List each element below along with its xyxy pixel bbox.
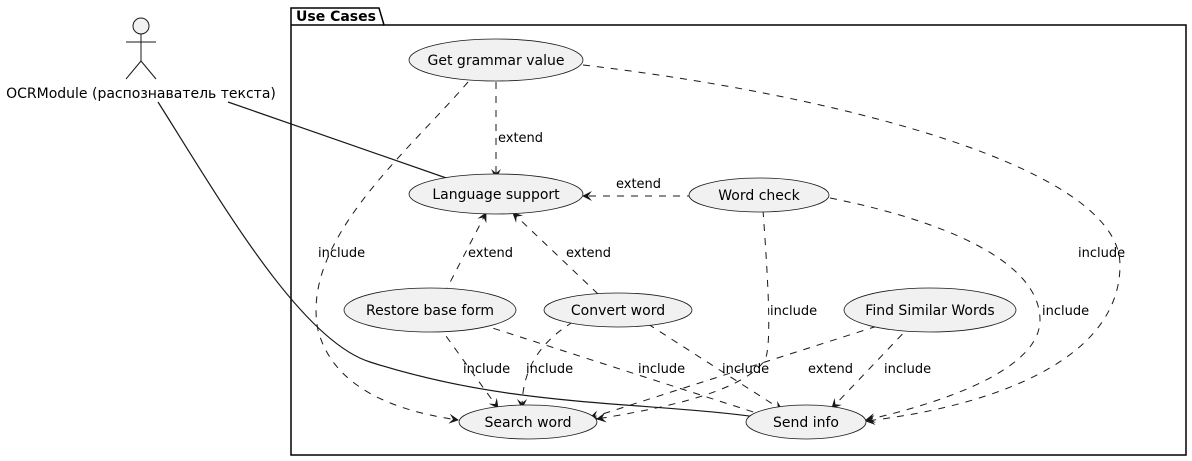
association-send-info [157,101,779,421]
association-language-support [227,101,453,181]
label-similar-send: include [884,362,931,377]
edge-similar-send [831,323,913,409]
relationships [315,64,1121,425]
label-wordcheck-language: extend [616,177,661,192]
edge-grammar-send [582,64,1121,425]
label-wordcheck-send: include [1042,304,1089,319]
use-case-find-similar-words[interactable]: Find Similar Words [843,287,1017,333]
svg-text:Search word: Search word [485,415,572,431]
use-case-word-check[interactable]: Word check [688,177,830,213]
edge-convert-search [517,321,574,409]
edge-restore-send [479,323,773,421]
svg-text:Restore base form: Restore base form [366,303,494,319]
label-convert-send: include [722,362,769,377]
label-restore-language: extend [468,246,513,261]
edge-labels: extend include include extend include in… [318,131,1125,377]
use-case-convert-word[interactable]: Convert word [543,292,693,328]
edge-restore-language [443,212,487,295]
edge-similar-search [589,321,891,421]
svg-text:Find Similar Words: Find Similar Words [865,303,994,319]
label-restore-send: include [638,362,685,377]
actor-associations [157,101,779,421]
svg-text:Word check: Word check [718,188,800,204]
label-similar-search: extend [808,362,853,377]
svg-text:Language support: Language support [432,187,560,203]
edge-convert-send [647,323,783,411]
label-grammar-search: include [318,246,365,261]
label-restore-search: include [463,362,510,377]
label-grammar-language: extend [498,131,543,146]
svg-text:Get grammar value: Get grammar value [428,53,565,69]
use-case-send-info[interactable]: Send info [745,404,867,440]
label-wordcheck-search: include [770,304,817,319]
edge-wordcheck-send [829,197,1041,423]
package-frame [290,7,1187,456]
label-convert-language: extend [566,246,611,261]
actor-head-icon [132,17,150,35]
package-title: Use Cases [296,9,376,25]
use-case-restore-base-form[interactable]: Restore base form [343,287,517,333]
edge-grammar-search [315,81,469,424]
use-cases-package: Use Cases [290,7,1187,456]
actor-ocrmodule[interactable]: OCRModule (распознаватель текста) [6,17,276,102]
use-case-search-word[interactable]: Search word [458,404,598,440]
svg-text:Convert word: Convert word [571,303,665,319]
use-case-language-support[interactable]: Language support [408,173,584,215]
edge-restore-search [437,324,499,409]
edge-convert-language [512,212,599,295]
label-grammar-send: include [1078,246,1125,261]
use-case-get-grammar-value[interactable]: Get grammar value [408,38,584,82]
actor-name: OCRModule (распознаватель текста) [6,86,276,102]
svg-text:Send info: Send info [773,415,839,431]
label-convert-search: include [526,362,573,377]
